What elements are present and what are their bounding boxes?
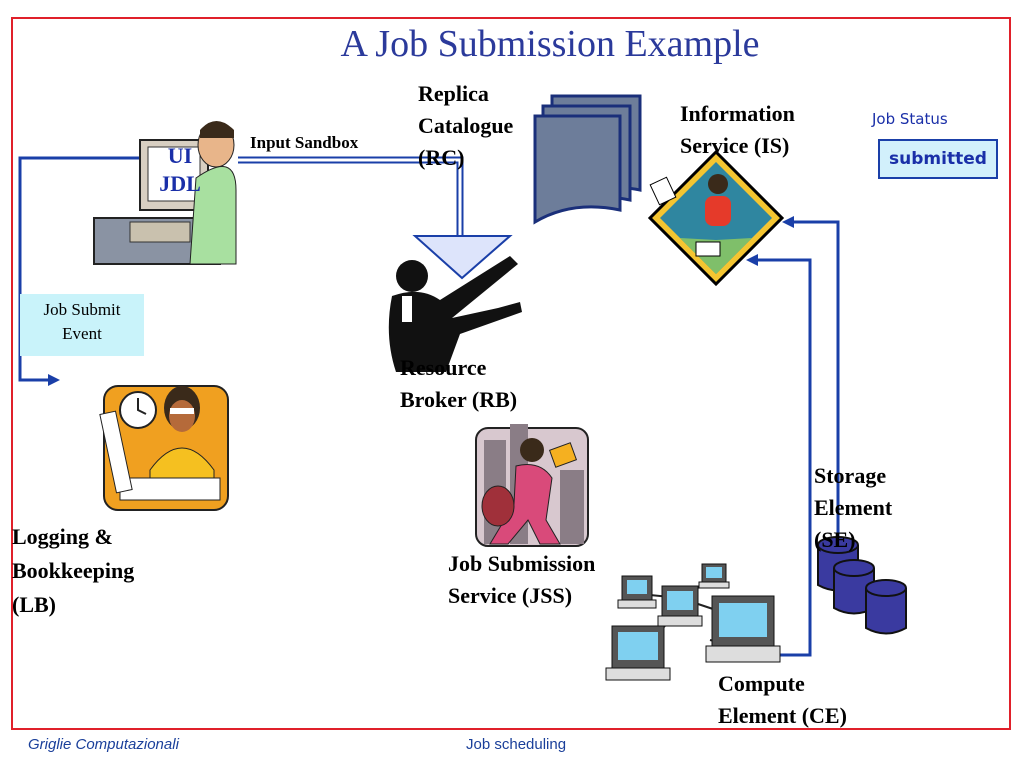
page-title: A Job Submission Example bbox=[340, 23, 760, 65]
ce-to-is-arrowhead-icon bbox=[746, 254, 758, 266]
job-submission-service-icon bbox=[475, 424, 589, 547]
lb-arrowhead-icon bbox=[48, 374, 60, 386]
storage-element-label: Storage Element (SE) bbox=[814, 463, 893, 552]
input-sandbox-arrowhead-icon bbox=[412, 235, 513, 280]
resource-broker-label: Resource Broker (RB) bbox=[400, 355, 518, 412]
information-service-label: Information Service (IS) bbox=[680, 101, 795, 158]
ui-to-lb-connector bbox=[18, 156, 140, 382]
replica-catalogue-label: Replica Catalogue (RC) bbox=[418, 81, 514, 170]
ui-jdl-label: UI JDL bbox=[159, 143, 201, 196]
ce-to-is-connector bbox=[756, 258, 812, 657]
logging-bookkeeping-label: Logging & Bookkeeping (LB) bbox=[12, 524, 135, 617]
se-to-is-arrowhead-icon bbox=[782, 216, 794, 228]
slide-frame bbox=[11, 17, 1011, 730]
se-to-is-connector bbox=[830, 220, 840, 545]
resource-broker-icon bbox=[388, 256, 522, 372]
ui-user-icon bbox=[93, 121, 237, 265]
information-service-icon bbox=[647, 149, 785, 287]
replica-catalogue-icon bbox=[533, 94, 642, 225]
input-sandbox-connector-inner bbox=[238, 158, 462, 236]
compute-element-icon bbox=[605, 563, 781, 681]
footer-left: Griglie Computazionali bbox=[28, 736, 179, 753]
job-status-label: Job Status bbox=[872, 110, 948, 128]
job-status-badge: submitted bbox=[878, 139, 998, 179]
logging-bookkeeping-icon bbox=[99, 385, 229, 511]
footer-center: Job scheduling bbox=[466, 736, 567, 753]
job-submit-event-box: Job Submit Event bbox=[20, 294, 144, 356]
compute-element-label: Compute Element (CE) bbox=[718, 671, 847, 728]
jss-label: Job Submission Service (JSS) bbox=[448, 551, 596, 608]
input-sandbox-label: Input Sandbox bbox=[250, 133, 359, 152]
storage-element-icon bbox=[817, 536, 907, 635]
